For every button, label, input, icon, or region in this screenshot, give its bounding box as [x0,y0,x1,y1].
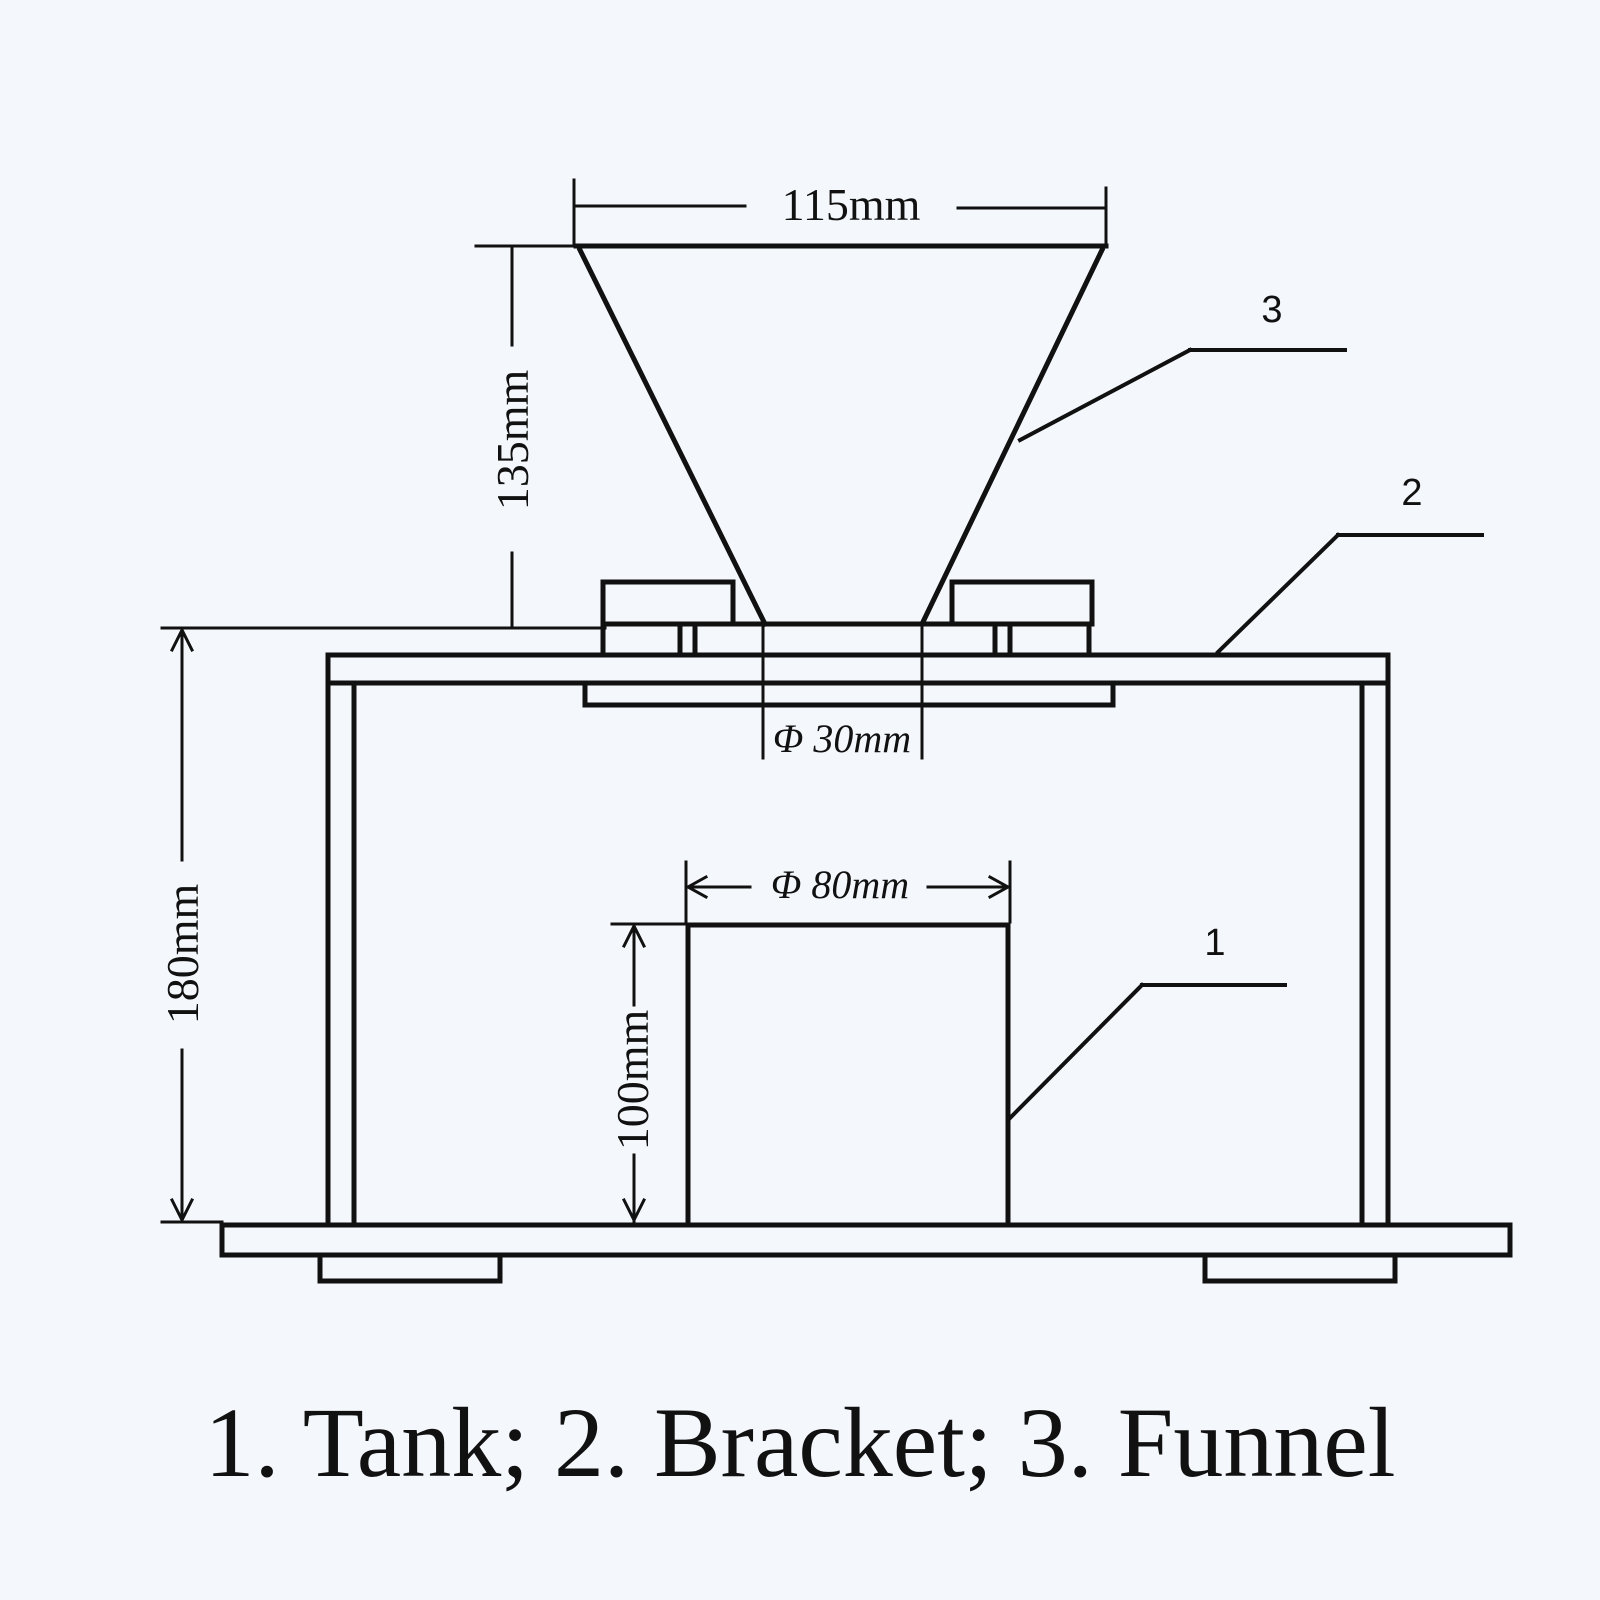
dimension-funnel-height [474,244,578,630]
funnel-width-label: 115mm [782,179,921,230]
callout-number-bracket: 2 [1401,472,1422,514]
funnel [573,243,1109,628]
dimension-outlet-diameter [761,622,924,760]
outlet-diameter-label: Φ 30mm [773,716,911,761]
dimension-tank-diameter [684,860,1012,924]
callout-leader-bracket [1215,532,1484,655]
tank-diameter-label: Φ 80mm [771,862,909,907]
dimension-tank-height [610,922,690,1224]
callout-number-funnel: 3 [1261,289,1282,331]
base-plate [219,1222,1513,1284]
tank [685,922,1011,1228]
funnel-height-label: 135mm [487,370,538,511]
dimension-funnel-width [572,178,1108,248]
funnel-holder [600,579,1095,658]
dimension-stand-height [160,626,607,1224]
stand-height-label: 180mm [157,884,208,1025]
callout-leader-funnel [1017,347,1347,443]
figure-caption: 1. Tank; 2. Bracket; 3. Funnel [204,1387,1396,1498]
callout-number-tank: 1 [1204,922,1225,964]
tank-height-label: 100mm [607,1010,658,1151]
callout-leader-tank [1007,982,1287,1121]
